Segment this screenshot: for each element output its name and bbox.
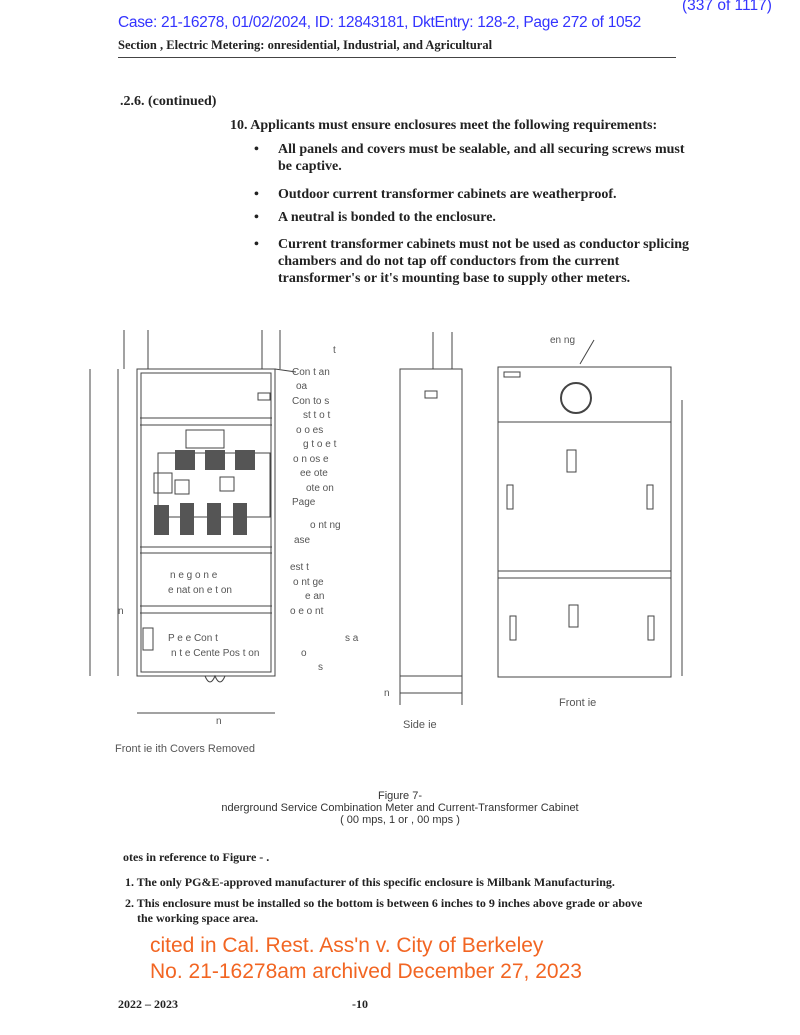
figure-number: Figure 7- [377, 790, 423, 802]
front-removed-cabinet [136, 368, 276, 677]
figure-label: en ng [550, 335, 576, 346]
figure-subtitle: ( 00 mps, 1 or , 00 mps ) [340, 814, 460, 826]
front-removed-label: Front ie ith Covers Removed [115, 743, 255, 755]
figure-label: s [318, 662, 323, 673]
side-view-cabinet [399, 368, 463, 677]
meter-icon [560, 382, 592, 414]
figure-title: nderground Service Combination Meter and… [221, 802, 579, 814]
figure-label: Con to s [292, 396, 330, 407]
figure-label: o o es [296, 425, 324, 436]
figure-label: est t [290, 562, 309, 573]
figure-label: Page [292, 497, 316, 508]
page-count-stamp: (337 of 1117) [682, 0, 772, 14]
figure-label: oa [296, 381, 308, 392]
item-10: 10. Applicants must ensure enclosures me… [230, 118, 658, 133]
section-header: Section , Electric Metering: onresidenti… [118, 38, 493, 52]
figure-label: n [216, 716, 222, 727]
footer-year: 2022 – 2023 [118, 997, 178, 1011]
case-stamp: Case: 21-16278, 01/02/2024, ID: 12843181… [118, 14, 641, 31]
figure-label: g t o e t [303, 439, 337, 450]
note-item-cont: the working space area. [137, 911, 259, 925]
side-view-label: Side ie [403, 719, 437, 731]
figure-label: o [301, 648, 307, 659]
figure-label: t [333, 345, 336, 356]
note-item: 1. The only PG&E-approved manufacturer o… [125, 875, 615, 889]
figure-label: o nt ge [293, 577, 324, 588]
figure-label: ase [294, 535, 311, 546]
figure-label: P e e Con t [168, 633, 218, 644]
figure-label: o nt ng [310, 520, 341, 531]
front-view-cabinet [497, 366, 672, 678]
note-item: 2. This enclosure must be installed so t… [125, 896, 643, 910]
figure-label: o e o nt [290, 606, 324, 617]
continued-heading: .2.6. (continued) [120, 94, 217, 109]
figure-label: o n os e [293, 454, 329, 465]
front-view-label: Front ie [559, 697, 597, 709]
figure-label: e nat on e t on [168, 585, 232, 596]
figure-label: ee ote [300, 468, 328, 479]
watermark-line-1: cited in Cal. Rest. Ass'n v. City of Ber… [150, 934, 544, 957]
header-rule [118, 57, 676, 58]
figure-label: ote on [306, 483, 334, 494]
figure-label: Con t an [292, 367, 330, 378]
figure-label: n e g o n e [170, 570, 218, 581]
footer-page: -10 [352, 997, 368, 1011]
figure-label: n [384, 688, 390, 699]
notes-title: otes in reference to Figure - . [123, 850, 270, 864]
figure-label: n [118, 606, 124, 617]
figure-label: n t e Cente Pos t on [171, 648, 260, 659]
figure-label: s a [345, 633, 359, 644]
figure-label: e an [305, 591, 325, 602]
figure-label: st t o t [303, 410, 331, 421]
watermark-line-2: No. 21-16278am archived December 27, 202… [150, 960, 582, 983]
